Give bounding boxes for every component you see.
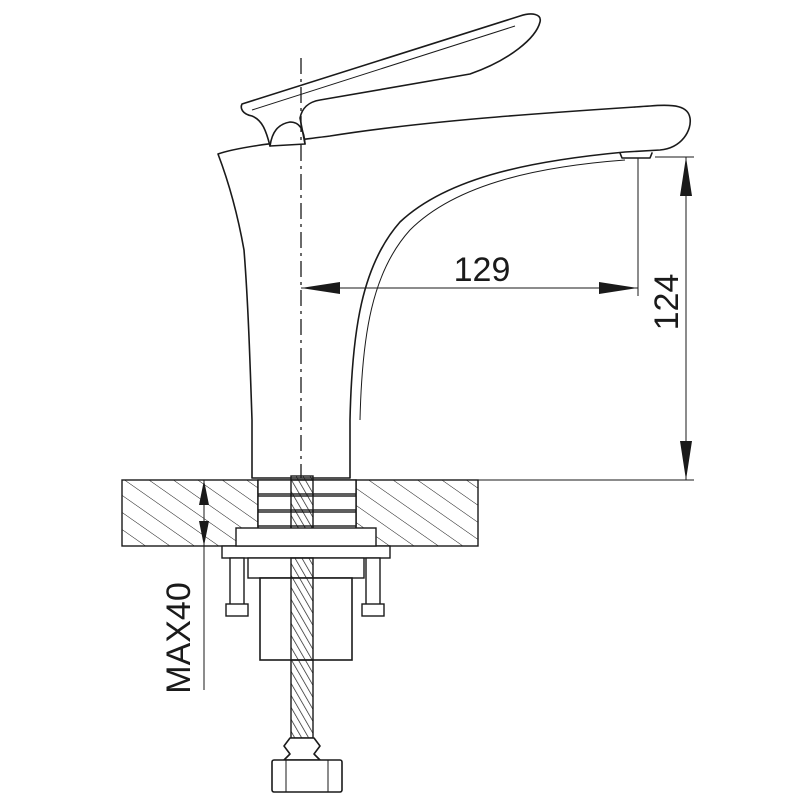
fixing-bracket: [221, 527, 391, 661]
dimension-max-thickness: MAX40: [160, 480, 222, 694]
dimension-reach: 129: [301, 158, 639, 296]
faucet-body: [217, 104, 691, 479]
dimension-max-thickness-label: MAX40: [160, 582, 198, 694]
hose-connector: [271, 737, 343, 793]
mounting-sleeve: [257, 479, 357, 531]
dimension-height-label: 124: [648, 274, 686, 331]
faucet-lever-handle: [240, 13, 542, 147]
dimension-reach-label: 129: [454, 251, 511, 289]
dimension-height: 124: [478, 156, 694, 481]
fixing-stud-right: [361, 557, 385, 617]
fixing-stud-left: [225, 557, 249, 617]
